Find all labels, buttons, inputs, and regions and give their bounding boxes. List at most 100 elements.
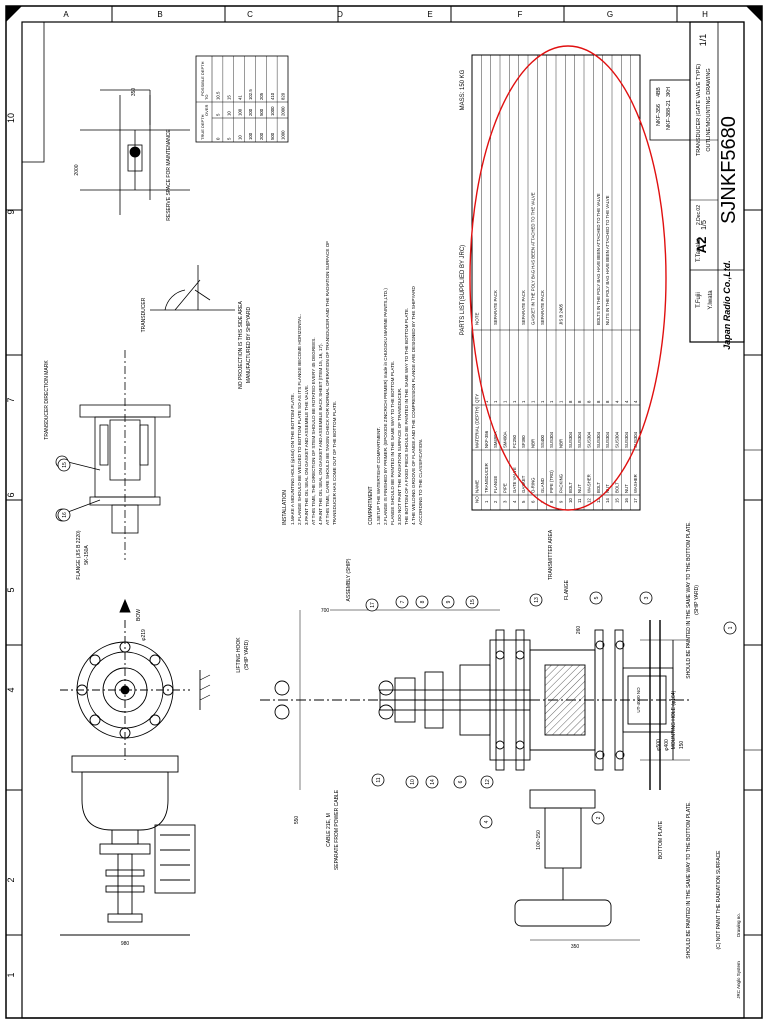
- part-balloon-number: 7: [400, 600, 406, 603]
- flange-std-label: FLANGE (JIS B 2220): [76, 530, 82, 580]
- paint-note: SHOULD BE PAINTED IN THE SAME WAY TO THE…: [686, 521, 692, 678]
- parts-cell: 1: [540, 400, 545, 403]
- transducer-label: TRANSDUCER: [141, 297, 147, 332]
- part-balloon-number: 17: [370, 602, 376, 608]
- part-balloon: [480, 775, 494, 789]
- parts-cell: 1: [531, 400, 536, 403]
- parts-cell: 4: [512, 500, 517, 503]
- dim-label: 350: [571, 944, 580, 950]
- parts-cell: 6: [531, 500, 536, 503]
- parts-cell: BOLT: [568, 482, 573, 493]
- dim-label: 700: [321, 608, 330, 614]
- parts-cell: SUS304: [577, 431, 582, 448]
- parts-cell: 4: [615, 400, 620, 403]
- part-balloon-number: 8: [420, 600, 426, 603]
- parts-cell: SS400: [540, 434, 545, 448]
- grid-number: 5: [6, 587, 16, 592]
- grid-letter: H: [702, 10, 708, 19]
- parts-cell: GLAND: [540, 478, 545, 493]
- part-balloon: [453, 775, 467, 789]
- corner-mark-tl: [6, 6, 22, 22]
- depth-cell: 2000: [281, 106, 286, 116]
- parts-cell: 8: [577, 400, 582, 403]
- cable-note: CABLE 21E, M: [326, 813, 332, 847]
- part-balloon-number: 1: [728, 626, 734, 629]
- part-balloon: [415, 595, 429, 609]
- depth-cell: 10.5: [216, 91, 221, 100]
- grid-number: 10: [6, 113, 16, 123]
- dim-label: 260: [576, 626, 582, 635]
- depth-cell: 205: [259, 92, 264, 100]
- parts-cell: WASHER: [587, 474, 592, 493]
- dim-label: φ500: [656, 739, 662, 751]
- parts-cell: 5: [521, 500, 526, 503]
- paint-note: (SHIP YARD): [694, 585, 700, 615]
- top-grid: [111, 6, 678, 22]
- parts-cell: GASKET IN THE POLY BAG HAS BEEN ATTACHED…: [531, 192, 536, 325]
- depth-cell: 500: [259, 108, 264, 116]
- depth-cell: 5: [216, 113, 221, 116]
- parts-cell: SEPARATE PACK: [493, 290, 498, 325]
- part-balloon-number: 2: [596, 816, 602, 819]
- part-balloon: [589, 591, 603, 605]
- mass-label: MASS: 150 KG: [460, 69, 466, 110]
- left-grid: [6, 209, 22, 936]
- parts-cell: SF390: [521, 435, 526, 448]
- parts-cell: NUT: [624, 484, 629, 493]
- parts-cell: FLANGE: [493, 476, 498, 493]
- parts-cell: BOLTS IN THE POLY BAG HAVE BEEN ATTACHED…: [596, 193, 601, 325]
- cable-note: SEPARATE FROM POWER CABLE: [334, 789, 340, 870]
- parts-cell: SUS304: [587, 431, 592, 448]
- part-balloon-number: 11: [376, 777, 382, 782]
- lifting-hook-label: (SHIP YARD): [244, 640, 250, 670]
- depth-cell: 5: [226, 137, 231, 140]
- installation-line: 4.PAINT THE OIL SEAL ON GASKET AND ASSEM…: [318, 343, 323, 525]
- drawing-title: TRANSDUCER (GATE VALVE TYPE): [696, 64, 702, 156]
- part-balloon: [405, 775, 419, 789]
- drawing-date: 2.Dec.02: [696, 205, 702, 225]
- corner-stamp: Drawing no.: [736, 913, 741, 937]
- depth-header: POSSIBLE DEPTH: [200, 61, 205, 96]
- parts-cell: 16: [624, 498, 629, 503]
- part-balloon-number: 12: [485, 779, 491, 785]
- dim-label: φ400: [664, 739, 670, 751]
- depth-cell: 200: [248, 108, 253, 116]
- lifting-hook-label: LIFTING HOOK: [236, 637, 242, 673]
- parts-cell: SUS304: [633, 431, 638, 448]
- dim-label: 550: [294, 816, 300, 825]
- compartment-line: 1.SETUP THE WATERTIGHT COMPARTMENT.: [376, 427, 381, 525]
- parts-cell: SUS304: [615, 431, 620, 448]
- part-balloon-number: 6: [458, 780, 464, 783]
- model-number: NKF-388-21: [666, 100, 672, 130]
- parts-cell: SUS304: [605, 431, 610, 448]
- parts-cell: 1: [484, 500, 489, 503]
- parts-cell: WASHER: [633, 474, 638, 493]
- dim-label: 2000: [74, 164, 80, 175]
- depth-header: TRUE DEPTH: [200, 114, 205, 140]
- reserve-space-view: [80, 89, 190, 215]
- parts-cell: 12: [587, 498, 592, 503]
- parts-cell: 1: [559, 400, 564, 403]
- parts-list-table: PARTS LIST(SUPPLIED BY JRC) MASS: 150 KG: [460, 54, 641, 511]
- dim-label: 100~150: [536, 830, 542, 850]
- reserve-space-label: RESERVE SPACE FOR MAINTENANCE: [166, 129, 172, 221]
- depth-cell: 410: [270, 92, 275, 100]
- parts-cell: SEPARATE PACK: [540, 290, 545, 325]
- grid-number: 7: [6, 397, 16, 402]
- parts-cell: SUS304: [549, 431, 554, 448]
- part-balloon: [723, 621, 737, 635]
- model-number: NKF-356: [656, 104, 662, 126]
- parts-cell: 1: [521, 400, 526, 403]
- grid-number: 4: [6, 687, 16, 692]
- corner-stamp: JRC Anglo System: [736, 961, 741, 999]
- parts-cell: 1: [484, 400, 489, 403]
- parts-header: NOTE: [475, 312, 480, 325]
- grid-letter: G: [607, 10, 613, 19]
- grid-number: 6: [6, 492, 16, 497]
- grid-letter: F: [518, 10, 523, 19]
- sheet-scale: 1/5: [701, 220, 708, 230]
- part-balloon-number: 4: [484, 820, 490, 823]
